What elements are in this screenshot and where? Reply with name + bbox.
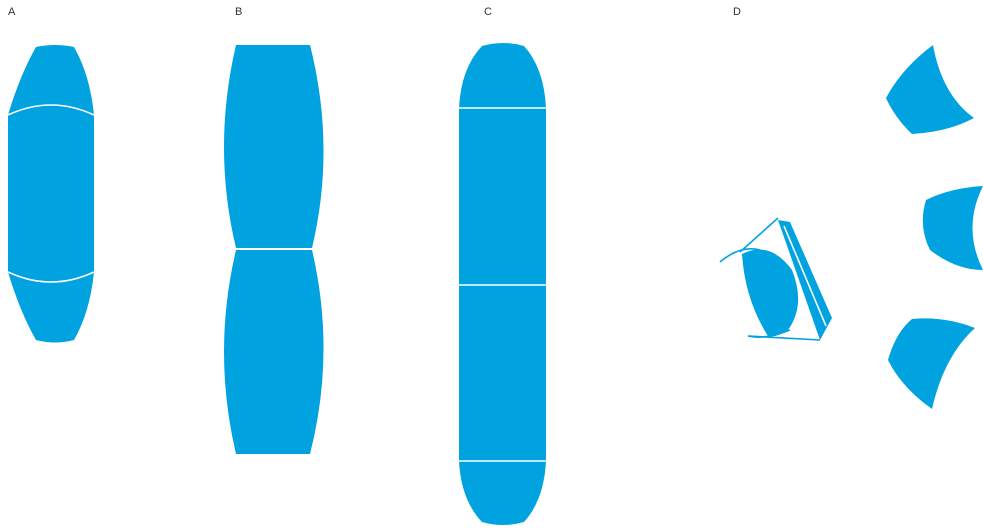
panel-a-body [8,45,94,343]
panel-d-fragment-middle [923,186,983,270]
panel-d-connector-bottom [748,336,820,340]
panel-d-fragments [886,45,983,409]
panel-b-segment-bottom [224,250,324,454]
panel-b-segment-top [224,45,324,248]
panel-d-cap [742,250,798,337]
panel-a-shape [8,45,94,343]
panel-b-shape [224,45,324,454]
panel-d-connector-top [740,218,778,252]
panel-c-shape [459,43,546,525]
panel-c-body [459,43,546,525]
panel-d-fragment-top [886,45,974,134]
panel-d-shape [720,218,832,340]
panel-d-fragment-bottom [888,318,975,409]
